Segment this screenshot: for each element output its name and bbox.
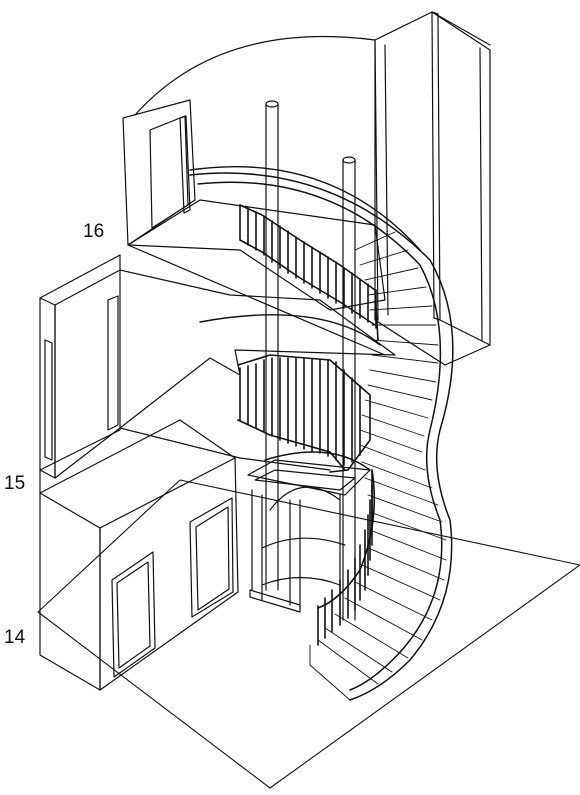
middle-floor-walls bbox=[40, 255, 395, 493]
lower-balustrade bbox=[318, 470, 374, 645]
spiral-steps bbox=[310, 232, 446, 700]
middle-balustrade bbox=[238, 355, 370, 472]
central-columns bbox=[266, 101, 355, 620]
ground-floor-walls bbox=[40, 420, 238, 690]
upper-balustrade bbox=[240, 205, 378, 340]
floor-label-14: 14 bbox=[4, 627, 26, 648]
spiral-handrail bbox=[190, 167, 420, 470]
elevator-shaft bbox=[248, 460, 370, 612]
upper-floor-walls bbox=[123, 12, 490, 365]
floor-label-16: 16 bbox=[83, 221, 105, 242]
ground-floor-slab bbox=[38, 480, 580, 788]
outer-spiral-stringer bbox=[190, 173, 453, 700]
floor-label-15: 15 bbox=[4, 473, 26, 494]
